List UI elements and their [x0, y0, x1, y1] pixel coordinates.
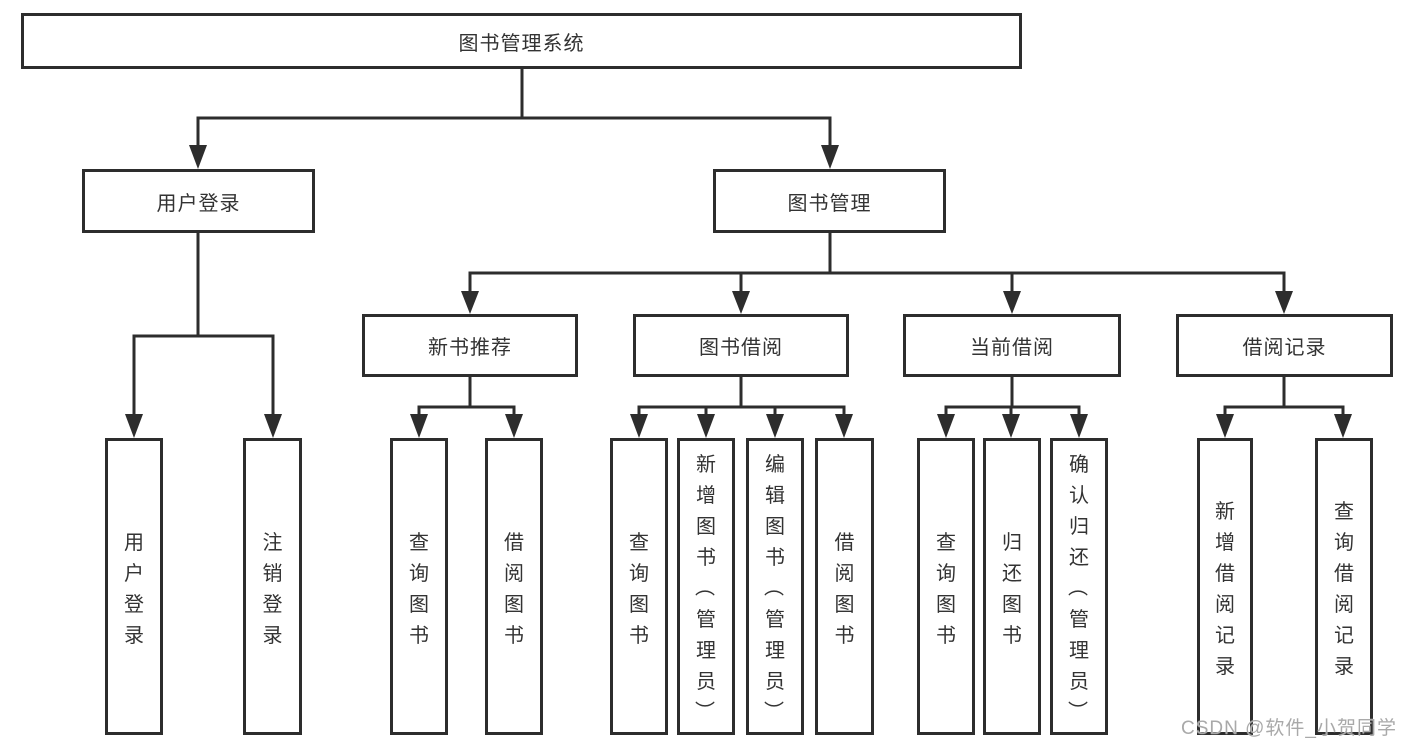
csdn-watermark: CSDN @软件_小贺同学: [1181, 718, 1397, 739]
leaf-add-borrow-record-label: 新增借阅记录: [1215, 500, 1235, 678]
leaf-add-books-admin-label: 新增图书（管理员）: [692, 454, 717, 721]
leaf-query-books-current-label: 查询图书: [936, 531, 956, 647]
leaf-add-books-admin: 新增图书（管理员）: [677, 438, 735, 735]
node-root-label: 图书管理系统: [458, 32, 585, 55]
node-current-borrowing: 当前借阅: [903, 314, 1121, 377]
leaf-user-login-label: 用户登录: [124, 531, 144, 647]
leaf-borrow-books-recommend-label: 借阅图书: [504, 531, 524, 647]
leaf-return-books: 归还图书: [983, 438, 1041, 735]
node-user-login: 用户登录: [82, 169, 315, 233]
leaf-query-books-current: 查询图书: [917, 438, 975, 735]
node-user-login-label: 用户登录: [156, 192, 241, 215]
leaf-borrow-books-borrowing: 借阅图书: [815, 438, 874, 735]
leaf-logout-login: 注销登录: [243, 438, 302, 735]
leaf-confirm-return-admin-label: 确认归还（管理员）: [1065, 454, 1090, 721]
node-root: 图书管理系统: [21, 13, 1022, 69]
leaf-borrow-books-recommend: 借阅图书: [485, 438, 543, 735]
leaf-query-books-recommend: 查询图书: [390, 438, 448, 735]
node-borrowing-records-label: 借阅记录: [1242, 337, 1327, 359]
leaf-edit-books-admin-label: 编辑图书（管理员）: [761, 454, 786, 721]
node-borrowing-records: 借阅记录: [1176, 314, 1393, 377]
node-new-book-recommend-label: 新书推荐: [428, 337, 512, 359]
node-book-management: 图书管理: [713, 169, 946, 233]
node-new-book-recommend: 新书推荐: [362, 314, 578, 377]
node-book-borrowing: 图书借阅: [633, 314, 849, 377]
leaf-query-books-borrowing-label: 查询图书: [629, 531, 649, 647]
leaf-add-borrow-record: 新增借阅记录: [1197, 438, 1253, 735]
leaf-query-borrow-record-label: 查询借阅记录: [1334, 500, 1354, 678]
leaf-borrow-books-borrowing-label: 借阅图书: [834, 531, 855, 647]
leaf-confirm-return-admin: 确认归还（管理员）: [1050, 438, 1108, 735]
leaf-edit-books-admin: 编辑图书（管理员）: [746, 438, 804, 735]
node-current-borrowing-label: 当前借阅: [970, 337, 1054, 359]
leaf-return-books-label: 归还图书: [1002, 531, 1022, 647]
arrowhead-icons: [125, 145, 1352, 438]
node-book-management-label: 图书管理: [787, 192, 872, 215]
leaf-query-books-recommend-label: 查询图书: [409, 531, 429, 647]
leaf-query-books-borrowing: 查询图书: [610, 438, 668, 735]
leaf-user-login: 用户登录: [105, 438, 163, 735]
leaf-query-borrow-record: 查询借阅记录: [1315, 438, 1373, 735]
leaf-logout-login-label: 注销登录: [262, 531, 283, 647]
node-book-borrowing-label: 图书借阅: [699, 337, 783, 359]
